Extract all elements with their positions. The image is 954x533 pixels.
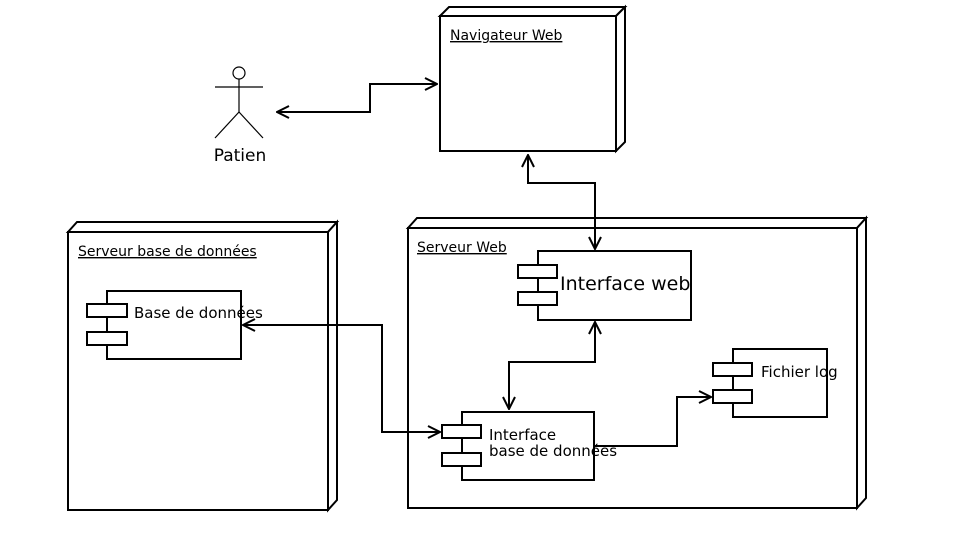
node-web-server-top bbox=[405, 217, 869, 229]
component-db-interface-tab-bottom bbox=[441, 452, 482, 467]
connector-db-interface-log-file bbox=[594, 397, 711, 447]
node-db-server-top bbox=[65, 221, 340, 233]
node-browser: Navigateur Web bbox=[437, 4, 628, 154]
component-db-interface: Interface base de données bbox=[441, 411, 617, 481]
node-browser-side bbox=[615, 4, 626, 154]
node-web-server-label: Serveur Web bbox=[417, 240, 507, 256]
component-log-file-body bbox=[732, 348, 828, 418]
component-web-interface-body bbox=[537, 250, 692, 321]
connector-browser-web-interface bbox=[528, 155, 595, 249]
component-log-file-tab-bottom bbox=[712, 389, 753, 404]
actor-right-leg bbox=[238, 111, 264, 139]
component-web-interface-tab-top bbox=[517, 264, 558, 279]
component-db-interface-tab-top bbox=[441, 424, 482, 439]
component-web-interface: Interface web bbox=[517, 250, 692, 321]
node-browser-front bbox=[439, 15, 617, 152]
component-db-interface-label-line2: base de données bbox=[489, 442, 617, 460]
connector-database-db-interface bbox=[243, 325, 440, 432]
component-database-tab-top bbox=[86, 303, 128, 318]
actor-label: Patien bbox=[214, 146, 267, 166]
component-log-file: Fichier log bbox=[712, 348, 838, 418]
connector-web-interface-db-interface bbox=[509, 322, 595, 409]
patient-actor: Patien bbox=[214, 66, 267, 166]
node-browser-top bbox=[437, 6, 628, 17]
component-web-interface-label: Interface web bbox=[560, 273, 690, 295]
node-db-server-side bbox=[327, 219, 338, 513]
actor-left-leg bbox=[214, 111, 240, 139]
component-log-file-tab-top bbox=[712, 362, 753, 377]
node-db-server: Serveur base de données bbox=[65, 219, 340, 513]
node-db-server-front bbox=[67, 231, 329, 511]
node-browser-label: Navigateur Web bbox=[450, 28, 563, 44]
connector-actor-browser bbox=[277, 84, 437, 112]
component-database-tab-bottom bbox=[86, 331, 128, 346]
component-log-file-label: Fichier log bbox=[761, 363, 838, 381]
actor-head bbox=[232, 66, 246, 80]
component-database-body bbox=[106, 290, 242, 360]
node-web-server-side bbox=[856, 215, 867, 511]
component-db-interface-body bbox=[461, 411, 595, 481]
component-database: Base de données bbox=[86, 290, 263, 360]
component-web-interface-tab-bottom bbox=[517, 291, 558, 306]
node-db-server-label: Serveur base de données bbox=[78, 244, 257, 260]
component-db-interface-label-line1: Interface bbox=[489, 426, 556, 444]
component-database-label: Base de données bbox=[134, 304, 263, 322]
